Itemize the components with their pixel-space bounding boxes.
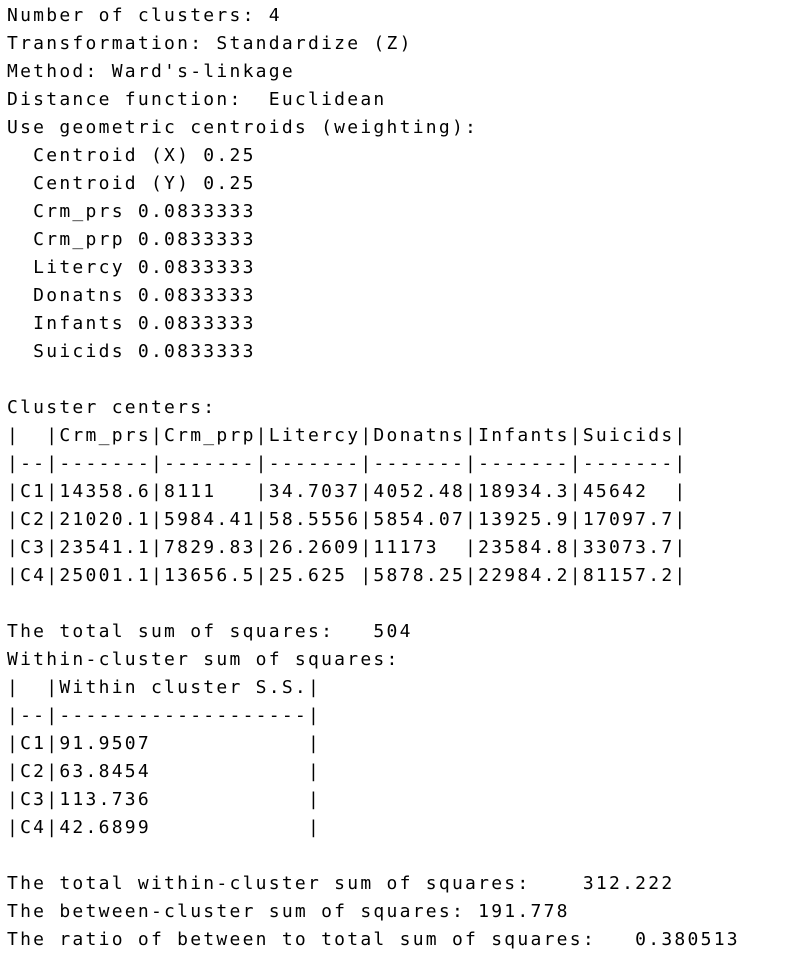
cluster-centers-heading: Cluster centers: <box>7 397 217 418</box>
ss-table-row-c4: |C4|42.6899 | <box>7 817 322 838</box>
transformation-line: Transformation: Standardize (Z) <box>7 33 413 54</box>
weight-centroid-y-line: Centroid (Y) 0.25 <box>7 173 256 194</box>
ss-table-row-c1: |C1|91.9507 | <box>7 733 322 754</box>
ss-table-header-row: | |Within cluster S.S.| <box>7 677 322 698</box>
distance-function-line: Distance function: Euclidean <box>7 89 387 110</box>
within-cluster-ss-heading: Within-cluster sum of squares: <box>7 649 400 670</box>
total-within-cluster-ss-line: The total within-cluster sum of squares:… <box>7 873 675 894</box>
weight-donatns-line: Donatns 0.0833333 <box>7 285 256 306</box>
blank-line <box>7 366 796 394</box>
weight-infants-line: Infants 0.0833333 <box>7 313 256 334</box>
ss-table-row-c3: |C3|113.736 | <box>7 789 322 810</box>
centers-table-row-c3: |C3|23541.1|7829.83|26.2609|11173 |23584… <box>7 537 688 558</box>
centers-table-separator-row: |--|-------|-------|-------|-------|----… <box>7 453 688 474</box>
ratio-between-total-line: The ratio of between to total sum of squ… <box>7 929 740 950</box>
centers-table-header-row: | |Crm_prs|Crm_prp|Litercy|Donatns|Infan… <box>7 425 688 446</box>
total-sum-of-squares-line: The total sum of squares: 504 <box>7 621 413 642</box>
blank-line <box>7 842 796 870</box>
weighting-header-line: Use geometric centroids (weighting): <box>7 117 479 138</box>
weight-litercy-line: Litercy 0.0833333 <box>7 257 256 278</box>
weight-centroid-x-line: Centroid (X) 0.25 <box>7 145 256 166</box>
blank-line <box>7 590 796 618</box>
ss-table-separator-row: |--|-------------------| <box>7 705 322 726</box>
method-line: Method: Ward's-linkage <box>7 61 295 82</box>
centers-table-row-c4: |C4|25001.1|13656.5|25.625 |5878.25|2298… <box>7 565 688 586</box>
number-of-clusters-line: Number of clusters: 4 <box>7 5 282 26</box>
weight-suicids-line: Suicids 0.0833333 <box>7 341 256 362</box>
weight-crm-prp-line: Crm_prp 0.0833333 <box>7 229 256 250</box>
between-cluster-ss-line: The between-cluster sum of squares: 191.… <box>7 901 570 922</box>
ss-table-row-c2: |C2|63.8454 | <box>7 761 322 782</box>
centers-table-row-c2: |C2|21020.1|5984.41|58.5556|5854.07|1392… <box>7 509 688 530</box>
centers-table-row-c1: |C1|14358.6|8111 |34.7037|4052.48|18934.… <box>7 481 688 502</box>
weight-crm-prs-line: Crm_prs 0.0833333 <box>7 201 256 222</box>
